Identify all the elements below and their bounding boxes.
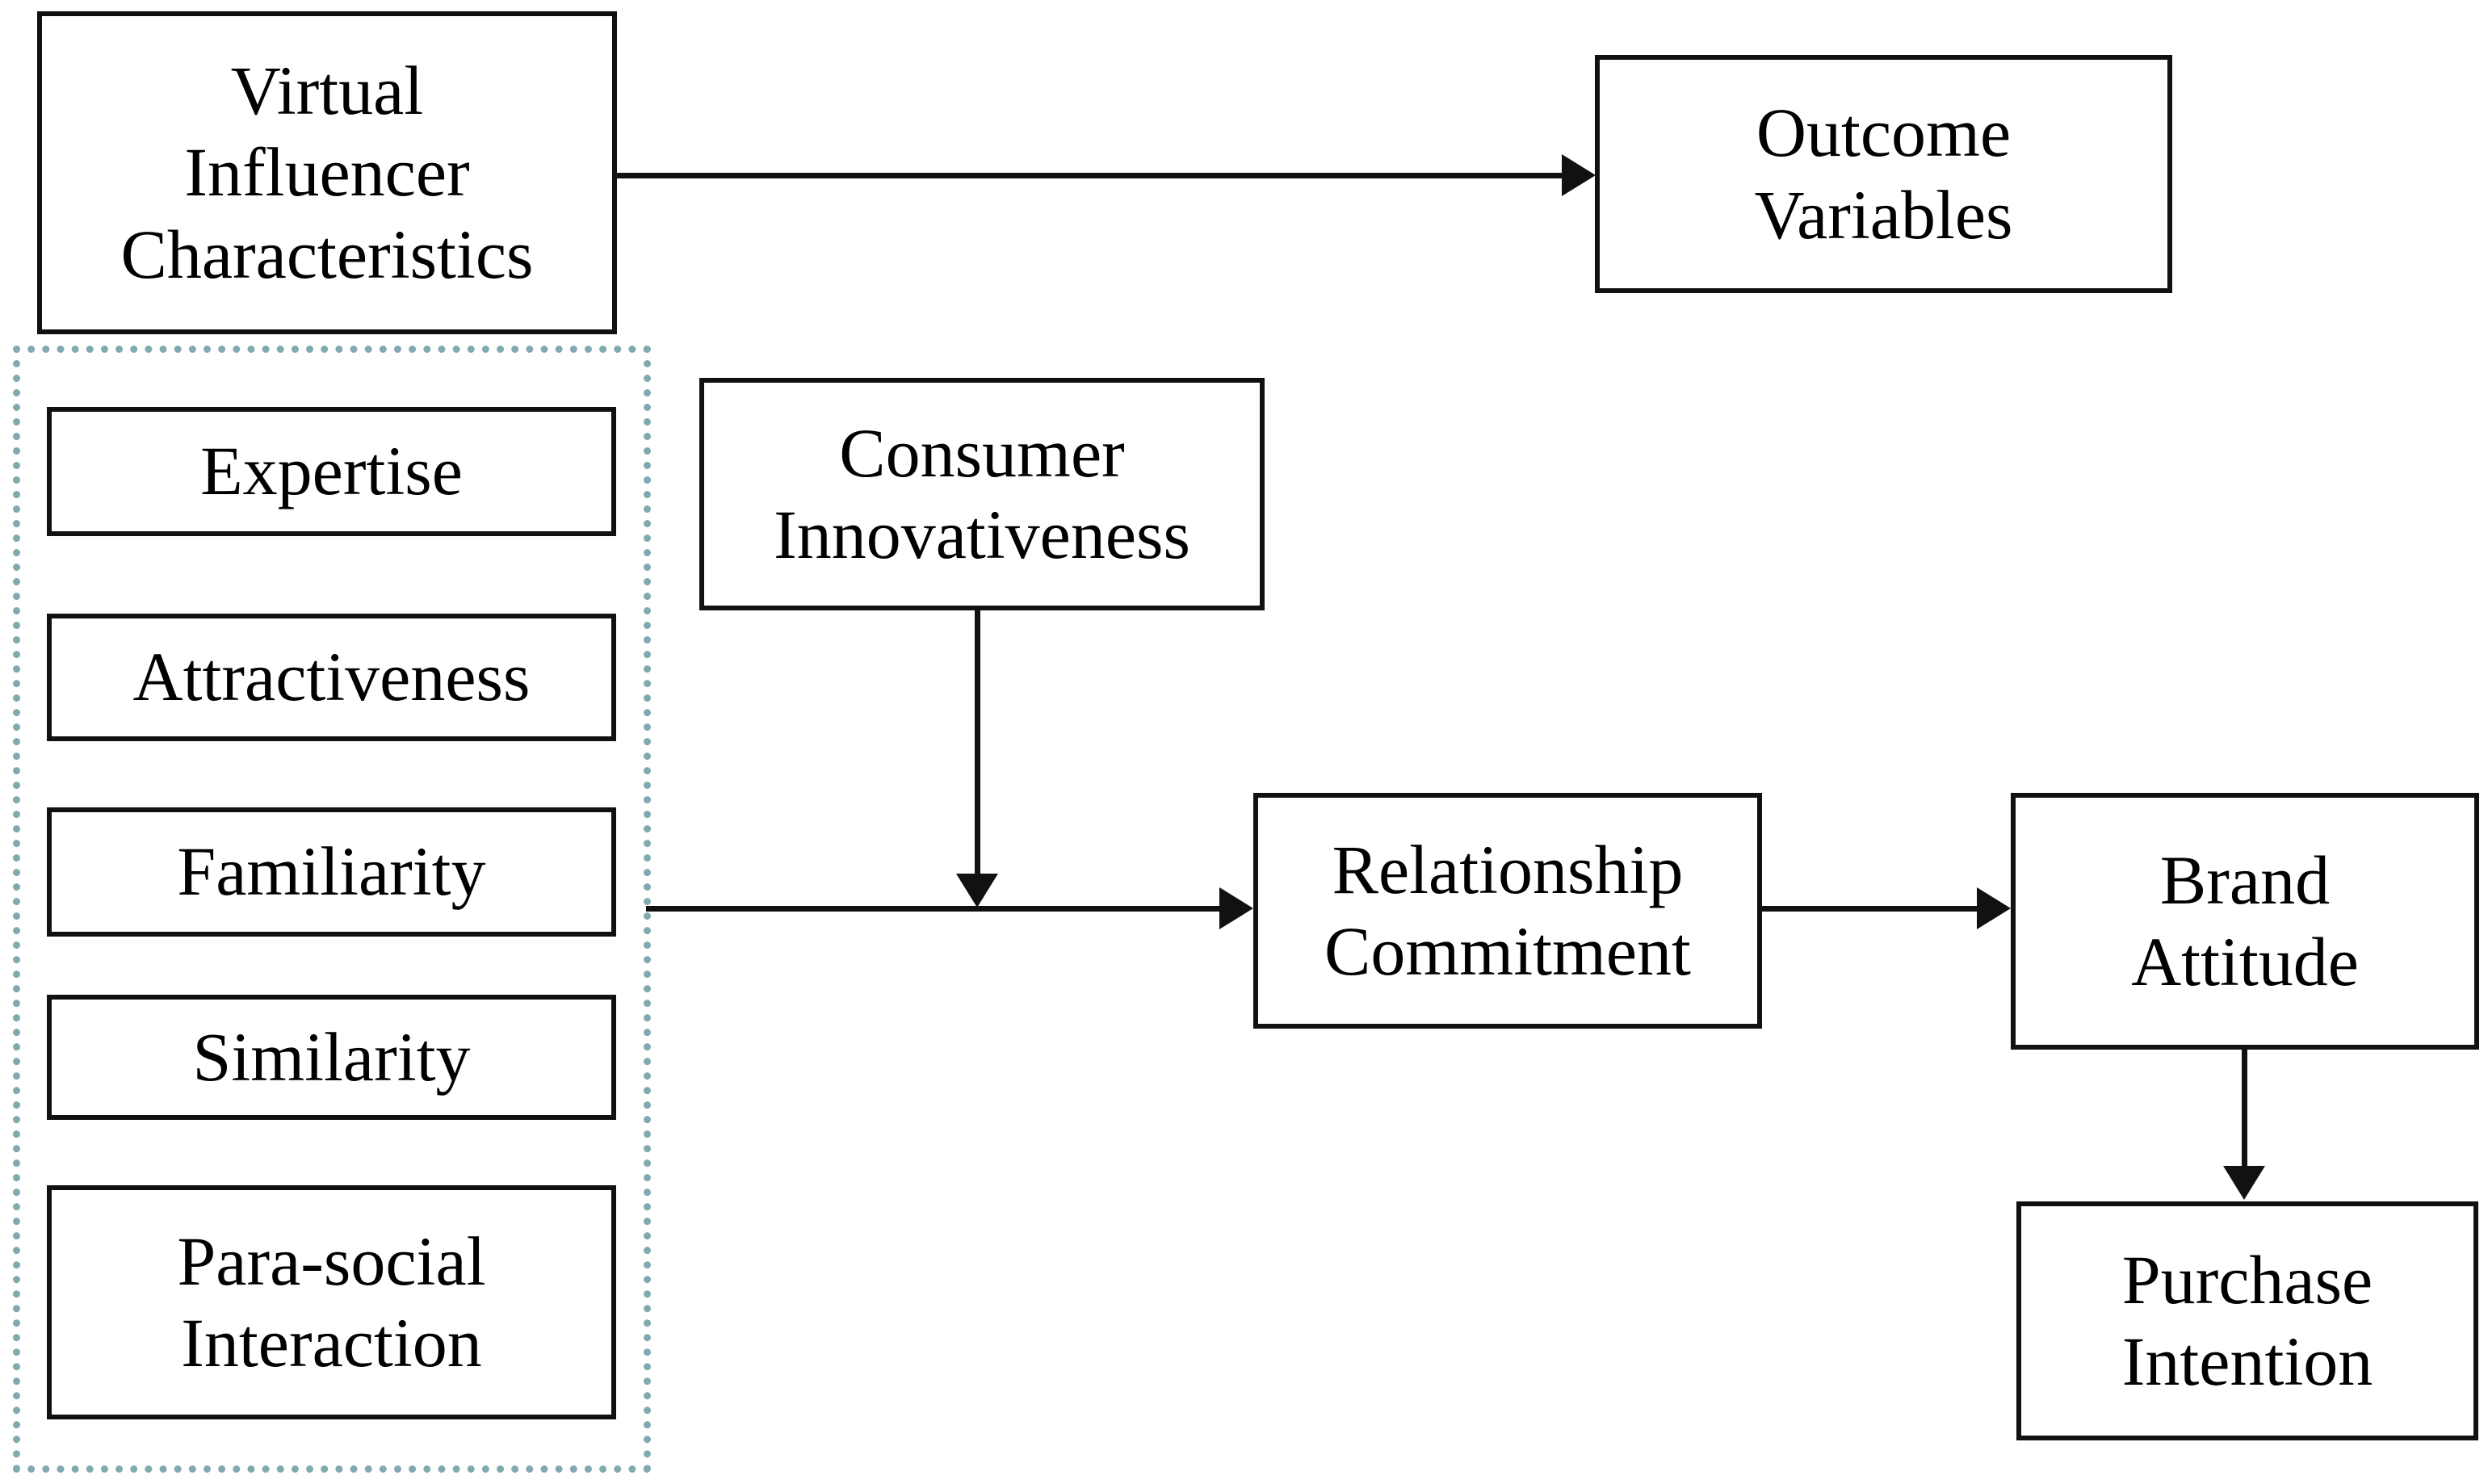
node-familiarity[interactable]: Familiarity xyxy=(47,807,616,937)
edge-relationship-commitment-to-brand-attitude-line xyxy=(1762,906,1978,912)
edge-consumer-innovativeness-moderator-arrowhead-icon xyxy=(956,874,998,908)
node-familiarity-label: Familiarity xyxy=(177,832,486,911)
edge-consumer-innovativeness-moderator-line xyxy=(975,610,980,877)
node-attractiveness[interactable]: Attractiveness xyxy=(47,614,616,741)
edge-relationship-commitment-to-brand-attitude-arrowhead-icon xyxy=(1977,887,2011,929)
node-relationship-commitment-label: Relationship Commitment xyxy=(1324,830,1691,990)
node-virtual-influencer-characteristics[interactable]: Virtual Influencer Characteristics xyxy=(37,11,617,334)
node-attractiveness-label: Attractiveness xyxy=(132,638,531,716)
node-purchase-intention[interactable]: Purchase Intention xyxy=(2016,1201,2478,1440)
node-para-social-interaction-label: Para-social Interaction xyxy=(177,1222,486,1381)
node-outcome-variables[interactable]: Outcome Variables xyxy=(1595,55,2172,293)
node-brand-attitude[interactable]: Brand Attitude xyxy=(2011,793,2479,1050)
edge-brand-attitude-to-purchase-intention-line xyxy=(2242,1050,2247,1169)
edge-dimensions-to-relationship-commitment-line xyxy=(646,906,1221,912)
edge-vic-to-outcome-line xyxy=(617,173,1563,178)
node-consumer-innovativeness[interactable]: Consumer Innovativeness xyxy=(699,378,1265,610)
node-similarity-label: Similarity xyxy=(192,1017,471,1096)
node-virtual-influencer-characteristics-label: Virtual Influencer Characteristics xyxy=(120,51,534,293)
node-relationship-commitment[interactable]: Relationship Commitment xyxy=(1253,793,1762,1029)
edge-dimensions-to-relationship-commitment-arrowhead-icon xyxy=(1219,887,1253,929)
node-para-social-interaction[interactable]: Para-social Interaction xyxy=(47,1185,616,1419)
edge-vic-to-outcome-arrowhead-icon xyxy=(1562,154,1596,196)
node-similarity[interactable]: Similarity xyxy=(47,995,616,1120)
node-brand-attitude-label: Brand Attitude xyxy=(2131,841,2359,1000)
node-consumer-innovativeness-label: Consumer Innovativeness xyxy=(774,413,1190,573)
node-expertise[interactable]: Expertise xyxy=(47,407,616,536)
node-outcome-variables-label: Outcome Variables xyxy=(1754,94,2013,254)
node-expertise-label: Expertise xyxy=(200,432,463,510)
edge-brand-attitude-to-purchase-intention-arrowhead-icon xyxy=(2223,1166,2265,1200)
node-purchase-intention-label: Purchase Intention xyxy=(2121,1240,2373,1400)
